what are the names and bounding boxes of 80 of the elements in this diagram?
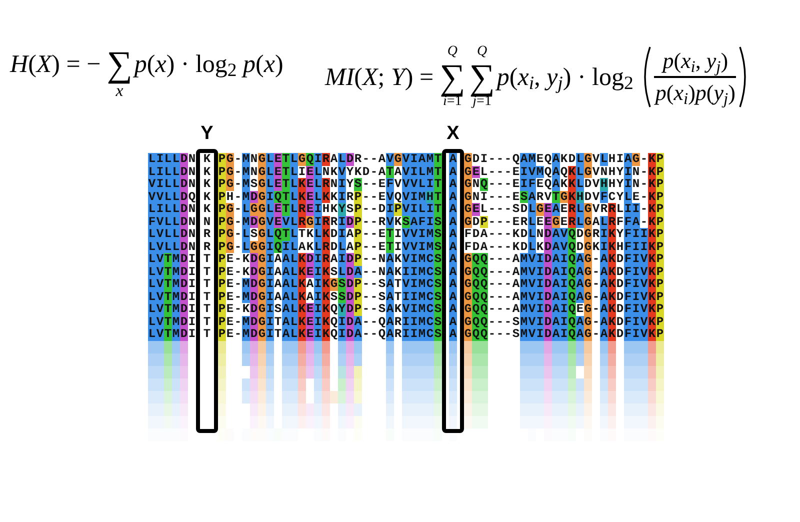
residue-letter: A [449,166,457,178]
summation-sign: ∑ [106,46,132,82]
sequence-text: PE-MDGITALKEIKQIDA--QARIIMCS [218,316,442,328]
residue-letter: A [449,328,457,340]
sequence-text: PE-MDGITALKEIKQIDA--QARIIMCS [218,328,442,340]
fraction-denominator: p(x$_{i}$)p(y$_{j}$) [654,80,736,106]
residue-letter: A [449,290,457,303]
residue-letter: A [449,153,457,166]
residue-letter: R [203,240,211,253]
sequence-text: LILLDN [148,153,196,166]
column-label: Y [200,123,214,145]
sequence-text: PG-LSGLQTLTKLKDIAP--ETIVVIMS [218,228,442,240]
sequence-text: PE-KDGIAALKDIRAIDP--NAKVIMCS [218,253,442,266]
sequence-text: PG-MSGLETLKELRNIYS--EFVVVLIT [218,178,442,190]
residue-letter: A [449,316,457,328]
sequence-text: PH-MDGIQTLKELKKIRP--EVQVIMHT [218,190,442,203]
sequence-text: PG-MNGLETLIELNKVYKD-ATAVILMT [218,166,442,178]
sequence-text: PG-LGGIQILAKLRDLAP--ETIVVIMS [218,240,442,253]
residue-letter: N [203,216,211,228]
sequence-text: VILLDN [148,178,196,190]
fraction-numerator: p(x$_{i}$, y$_{j}$) [660,48,730,74]
residue-letter: A [449,303,457,316]
sequence-text: FDA---KDLKDAVQDGKIKHFIIKP [464,240,664,253]
sequence-text: GEL---EIVMQAQKLGVNHYIN-KP [464,166,664,178]
sequence-text: PE-MDGIAALKAIKSSDP--SATIIMCS [218,290,442,303]
formula-text: H(X) = − [10,52,101,76]
residue-letter: A [449,278,457,290]
residue-letter: T [203,303,211,316]
residue-letter: K [203,190,211,203]
residue-letter: R [203,228,211,240]
sequence-text: LVTMDI [148,290,196,303]
sequence-text: GDP---ERLEEGERLGALRFFA-KP [464,216,664,228]
residue-letter: A [449,266,457,278]
residue-letter: A [449,240,457,253]
sequence-text: VVLLDQ [148,190,196,203]
residue-letter: T [203,328,211,340]
residue-letter: K [203,178,211,190]
summation-limit: Q [447,45,458,59]
residue-letter: T [203,253,211,266]
residue-letter: A [449,216,457,228]
sequence-text: PE-KDGIAALKEIKSLDA--NAKIIMCS [218,266,442,278]
column-label: X [446,123,460,145]
sequence-text: PE-KDGISALKEIKQYDP--SAKVIMCS [218,303,442,316]
sequence-text: FVLLDN [148,216,196,228]
residue-letter: T [203,316,211,328]
summation-limit: Q [477,45,488,59]
residue-letter: K [203,166,211,178]
sequence-text: LVLLDN [148,240,196,253]
sequence-text: GNI---ESARVTGKHDVFCYLE-KP [464,190,664,203]
sequence-text: LVTMDI [148,303,196,316]
residue-letter: A [449,203,457,216]
sequence-text: GQQ---AMVIDAIQAG-AKDFIVKP [464,290,664,303]
residue-letter: T [203,290,211,303]
sequence-text: LILLDN [148,166,196,178]
sequence-text: GQQ---SMVIDAIQAG-AKDFIVKP [464,316,664,328]
formula-text: p(x) · log$_{2}$ p(x) [134,52,284,76]
sequence-text: LVTMDI [148,328,196,340]
formula-text: MI(X; Y) = [325,64,434,90]
sequence-text: LVLLDN [148,228,196,240]
sequence-text: PG-MDGVEVLRGIRRIDP--RVKSAFIS [218,216,442,228]
sequence-text: GEL---SDLGEAERLGVRRLII-KP [464,203,664,216]
residue-letter: K [203,203,211,216]
residue-letter: A [449,228,457,240]
residue-letter: K [203,153,211,166]
residue-letter: A [449,178,457,190]
summation-sign: ∑ [440,59,466,95]
residue-letter: T [203,278,211,290]
summation-sign: ∑ [469,59,495,95]
sequence-text: LVTMDI [148,278,196,290]
sequence-text: PG-LGGLETLREIHKYSP--DIPVILIT [218,203,442,216]
sequence-text: PE-MDGIAALKAIKGSDP--SATVIMCS [218,278,442,290]
sequence-text: PG-MNGLETLGQIRALDR--AVGVIAMT [218,153,442,166]
sequence-text: LVTMDI [148,316,196,328]
sequence-text: LILLDN [148,203,196,216]
residue-letter: A [449,253,457,266]
sequence-text: LVTMDI [148,266,196,278]
sequence-text: LVTMDI [148,253,196,266]
residue-letter: T [203,266,211,278]
sequence-text: GQQ---AMVIDAIQAG-AKDFIVKP [464,266,664,278]
residue-letter: A [449,190,457,203]
